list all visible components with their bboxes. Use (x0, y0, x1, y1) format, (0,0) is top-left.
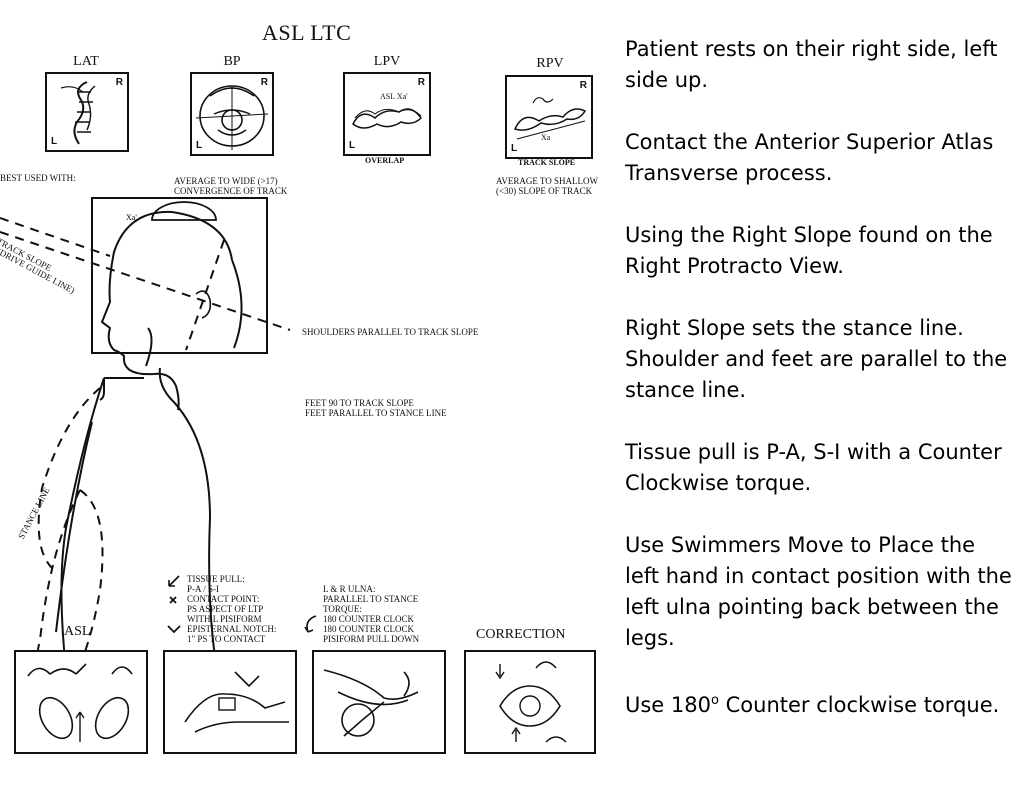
skull-sketch (195, 85, 269, 150)
patient-figure: Xa' (0, 197, 291, 689)
feet-note: FEET 90 TO TRACK SLOPE FEET PARALLEL TO … (305, 398, 447, 418)
rpv-inner-text: Xa (541, 133, 551, 142)
ulna-line: PARALLEL TO STANCE (323, 594, 419, 604)
asl-label: ASL (64, 624, 91, 639)
feet-note-line: FEET PARALLEL TO STANCE LINE (305, 408, 447, 418)
ulna-text: L & R ULNA: PARALLEL TO STANCE TORQUE: 1… (323, 584, 419, 644)
atlas-overlap-sketch (352, 108, 422, 129)
panel-label-lpv: LPV (373, 54, 401, 69)
head-box-label: Xa' (126, 213, 137, 222)
x-mark-icon (169, 596, 177, 604)
corner-l: L (349, 140, 356, 151)
correction-sketch (495, 661, 567, 743)
arrow-icon (168, 575, 180, 587)
diagram-area: ASL LTC LAT BP LPV RPV R L R L R L ASL X… (0, 20, 598, 754)
bp-note-line: AVERAGE TO WIDE (>17) (174, 176, 278, 186)
bottom-panel-asl (14, 650, 148, 754)
ulna-line: 180 COUNTER CLOCK (323, 624, 415, 634)
legend-text: TISSUE PULL: P-A / S-I CONTACT POINT: PS… (187, 574, 276, 644)
note-6: Use Swimmers Move to Place the left hand… (625, 533, 1012, 650)
bp-note: AVERAGE TO WIDE (>17) CONVERGENCE OF TRA… (174, 176, 287, 196)
corner-l: L (511, 143, 518, 154)
ulna-line: L & R ULNA: (323, 584, 376, 594)
ulna-line: TORQUE: (323, 604, 362, 614)
bp-note-line: CONVERGENCE OF TRACK (174, 186, 288, 196)
bottom-panel-contact (163, 650, 297, 754)
corner-r: R (260, 77, 268, 88)
panel-lat: R L (45, 72, 129, 152)
note-1: Patient rests on their right side, left … (625, 37, 998, 92)
panel-rpv: R L Xa (505, 75, 593, 159)
note-3: Using the Right Slope found on the Right… (625, 223, 993, 278)
rpv-note-line: AVERAGE TO SHALLOW (496, 176, 599, 186)
feet-note-line: FEET 90 TO TRACK SLOPE (305, 398, 414, 408)
asl-sketch (27, 663, 133, 742)
corner-r: R (417, 77, 425, 88)
note-5: Tissue pull is P-A, S-I with a Counter C… (625, 440, 1002, 495)
note-7-rest: Counter clockwise torque. (718, 693, 1000, 717)
rpv-note-line: (<30) SLOPE OF TRACK (496, 186, 593, 196)
legend-line: CONTACT POINT: (187, 594, 260, 604)
contact-hand-sketch (184, 671, 289, 733)
rpv-caption: TRACK SLOPE (518, 158, 576, 167)
degree-sup: o (711, 693, 719, 708)
diagram-title: ASL LTC (262, 20, 352, 45)
corner-r: R (115, 77, 123, 88)
ulna-line: 180 COUNTER CLOCK (323, 614, 415, 624)
spine-sketch (60, 81, 96, 145)
corner-r: R (579, 80, 587, 91)
legend-line: 1" PS TO CONTACT (187, 634, 266, 644)
instruction-notes: Patient rests on their right side, left … (625, 34, 1015, 721)
corner-l: L (51, 136, 58, 147)
legend-icons (167, 575, 181, 634)
bottom-panel-correction (464, 650, 596, 754)
correction-label: CORRECTION (476, 627, 566, 642)
corner-l: L (196, 140, 203, 151)
legend-line: EPISTERNAL NOTCH: (187, 624, 277, 634)
panel-label-rpv: RPV (536, 56, 564, 71)
lpv-inner-text: ASL Xa' (380, 92, 408, 101)
rpv-note: AVERAGE TO SHALLOW (<30) SLOPE OF TRACK (496, 176, 598, 196)
note-7-text: Use 180 (625, 693, 711, 717)
legend-line: TISSUE PULL: (187, 574, 245, 584)
legend-line: WITH L PISIFORM (187, 614, 262, 624)
check-icon (167, 625, 181, 634)
shoulders-note: SHOULDERS PARALLEL TO TRACK SLOPE (302, 327, 479, 337)
hands-sketch (323, 669, 419, 737)
panel-bp: R L (190, 72, 274, 156)
curved-arrow-icon (304, 615, 317, 633)
legend-line: PS ASPECT OF LTP (187, 604, 264, 614)
panel-lpv: R L ASL Xa' (343, 72, 431, 156)
best-used-with: BEST USED WITH: (0, 173, 76, 183)
note-4: Right Slope sets the stance line. Should… (625, 316, 1008, 402)
panel-label-lat: LAT (73, 54, 99, 69)
atlas-slope-sketch (513, 97, 587, 140)
legend-line: P-A / S-I (187, 584, 220, 594)
ulna-line: PISIFORM PULL DOWN (323, 634, 420, 644)
bottom-panel-hands (312, 650, 446, 754)
note-7: Use 180o Counter clockwise torque. (625, 685, 1015, 721)
panel-label-bp: BP (223, 54, 241, 69)
lpv-caption: OVERLAP (365, 156, 405, 165)
note-2: Contact the Anterior Superior Atlas Tran… (625, 130, 994, 185)
